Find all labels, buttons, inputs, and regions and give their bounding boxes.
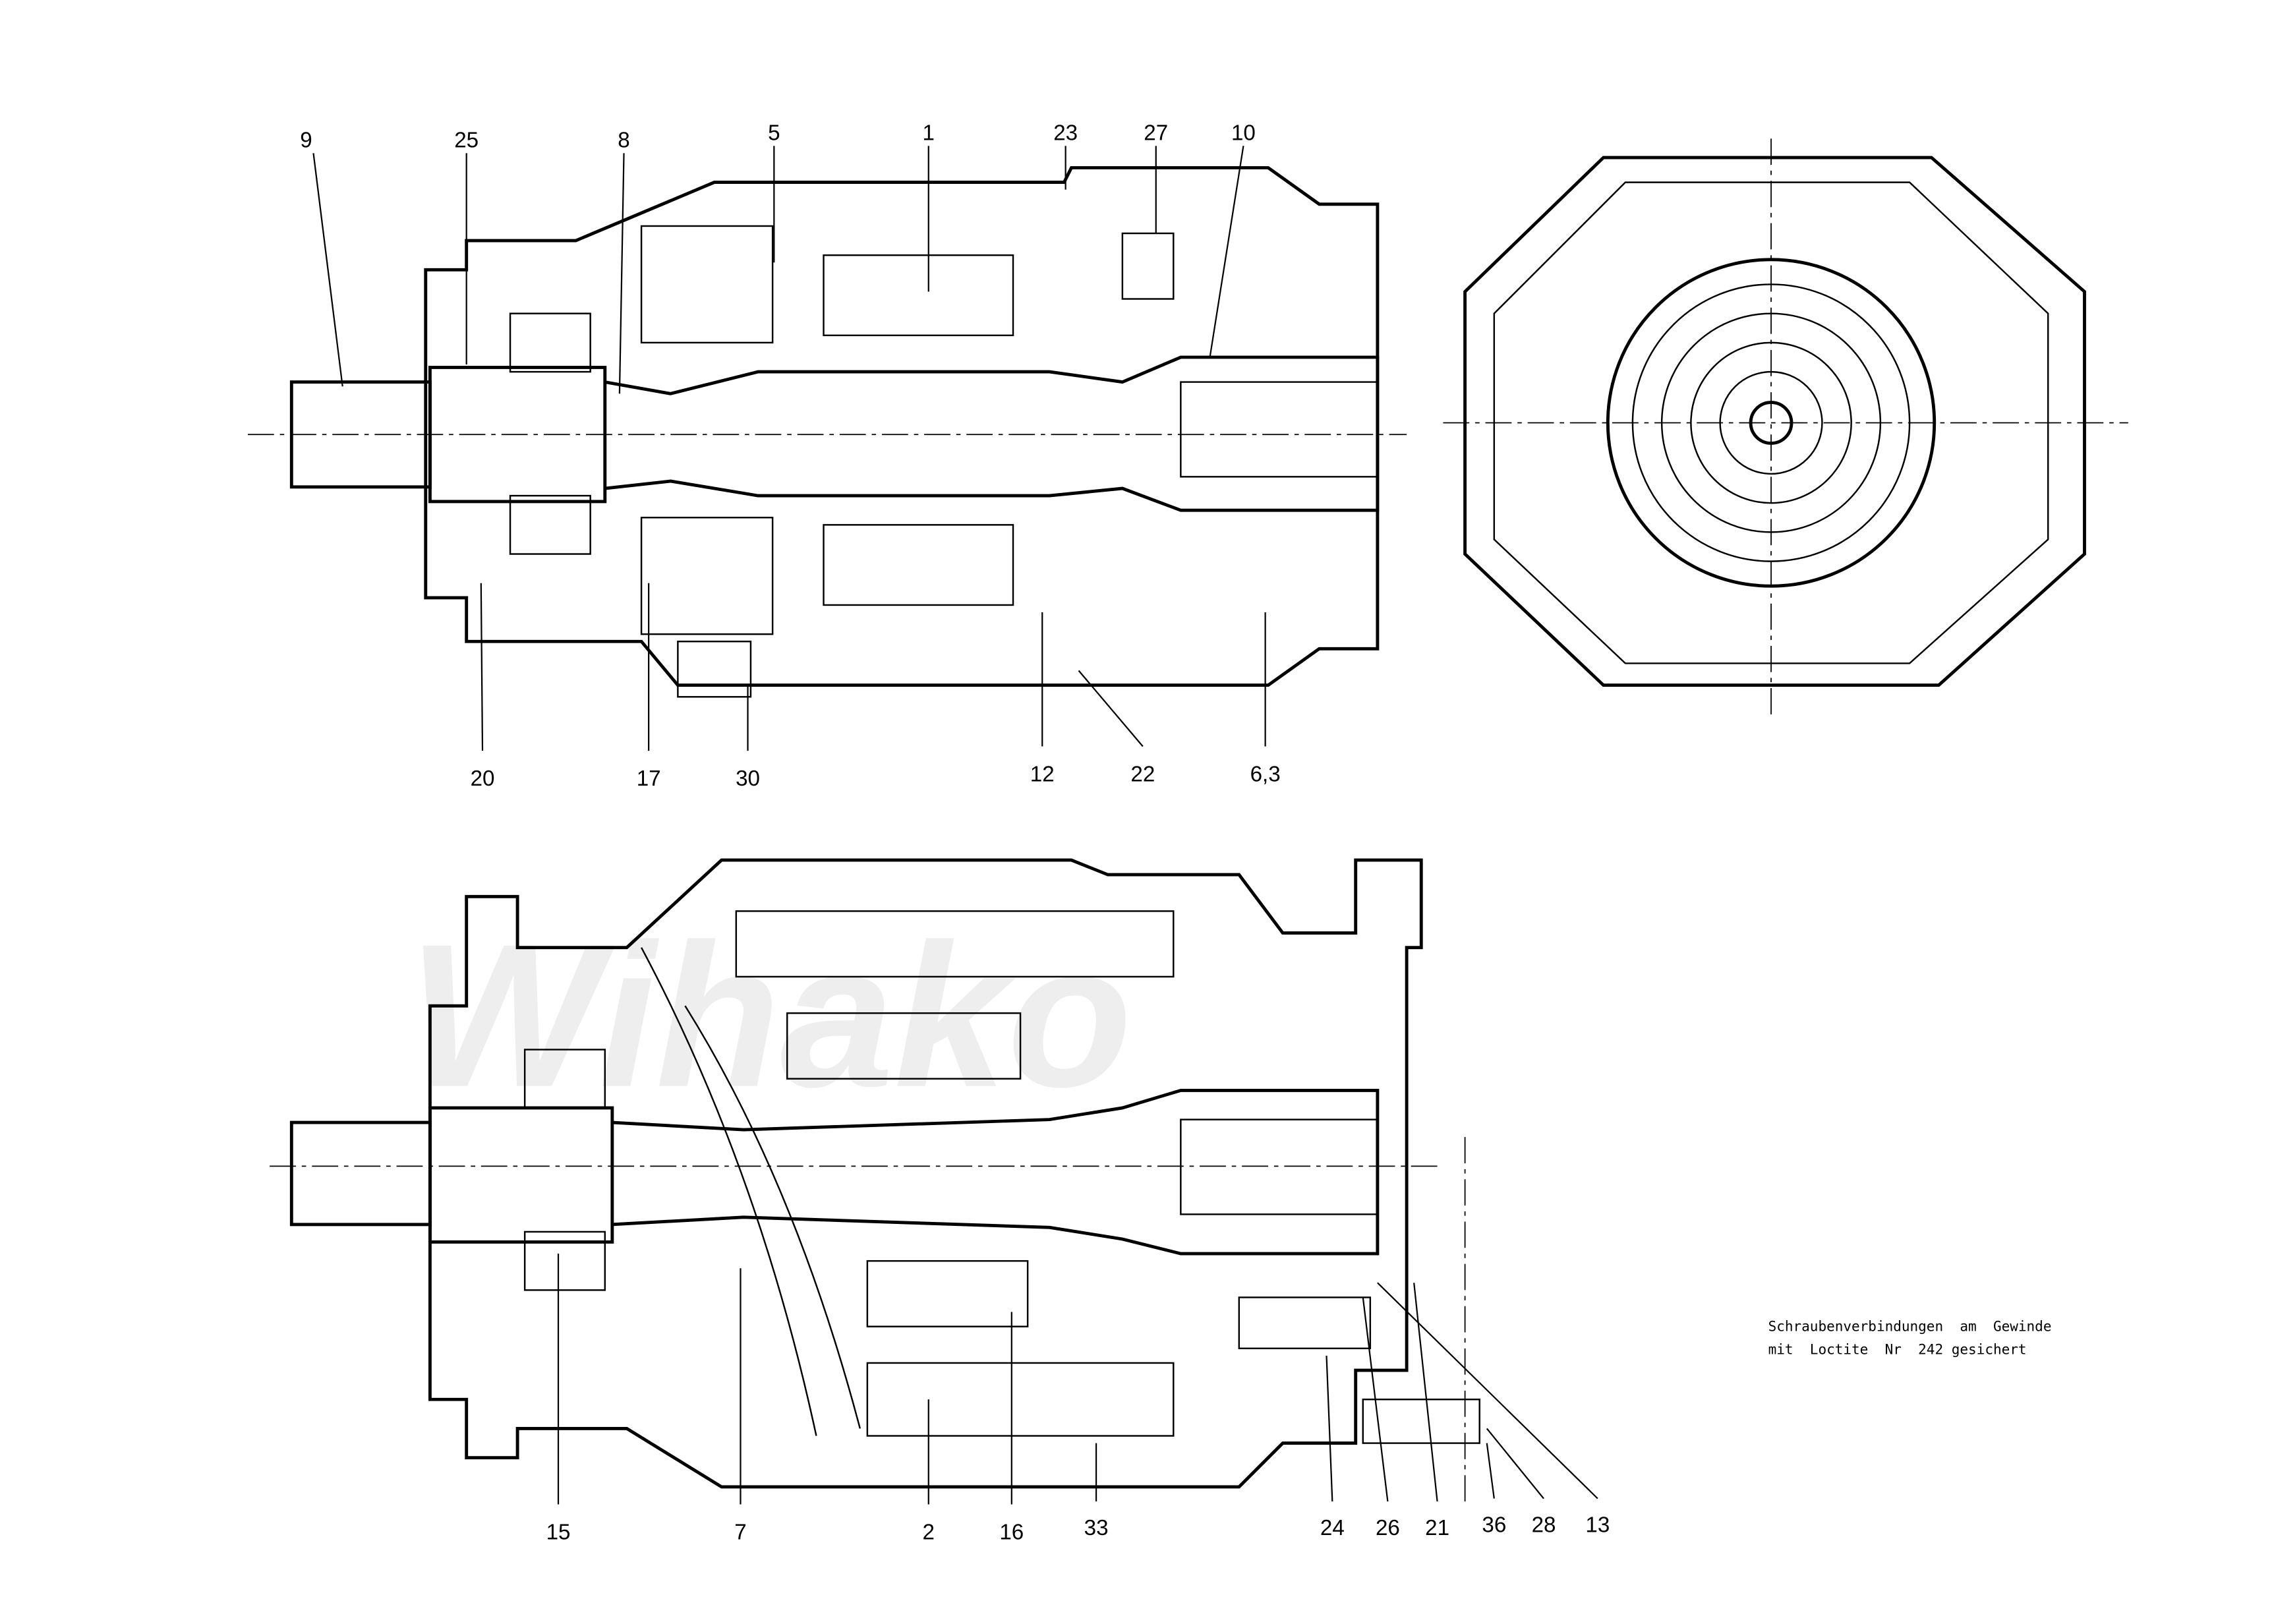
label-6-3: 6,3 xyxy=(1250,763,1281,787)
label-21: 21 xyxy=(1425,1516,1449,1540)
label-1: 1 xyxy=(923,121,935,145)
label-17: 17 xyxy=(637,767,661,791)
label-26: 26 xyxy=(1376,1516,1400,1540)
note-line-2: mit Loctite Nr 242 gesichert xyxy=(1768,1342,2027,1358)
leader-lines xyxy=(312,146,1598,1505)
label-20: 20 xyxy=(471,767,495,791)
label-30: 30 xyxy=(736,767,760,791)
label-10: 10 xyxy=(1231,121,1256,145)
label-22: 22 xyxy=(1130,763,1155,787)
label-9: 9 xyxy=(300,129,312,153)
label-2: 2 xyxy=(923,1521,935,1545)
part-labels: 9 25 8 5 1 23 27 10 20 17 30 12 22 6,3 1… xyxy=(300,121,1610,1544)
note-line-1: Schraubenverbindungen am Gewinde xyxy=(1768,1318,2052,1334)
label-5: 5 xyxy=(768,121,780,145)
label-36: 36 xyxy=(1482,1513,1506,1537)
label-33: 33 xyxy=(1084,1516,1109,1540)
label-25: 25 xyxy=(454,129,479,153)
label-13: 13 xyxy=(1585,1513,1610,1537)
assembly-note: Schraubenverbindungen am Gewinde mit Loc… xyxy=(1768,1318,2052,1357)
label-24: 24 xyxy=(1320,1516,1345,1540)
watermark-logo: Wihako xyxy=(408,902,1132,1130)
label-15: 15 xyxy=(546,1521,571,1545)
label-16: 16 xyxy=(999,1521,1024,1545)
label-27: 27 xyxy=(1144,121,1168,145)
top-section-view xyxy=(247,166,1407,698)
label-8: 8 xyxy=(618,129,629,153)
label-23: 23 xyxy=(1053,121,1078,145)
label-28: 28 xyxy=(1532,1513,1556,1537)
bottom-section-view xyxy=(270,858,1480,1502)
end-view xyxy=(1443,138,2128,714)
label-7: 7 xyxy=(734,1521,746,1545)
label-12: 12 xyxy=(1030,763,1055,787)
